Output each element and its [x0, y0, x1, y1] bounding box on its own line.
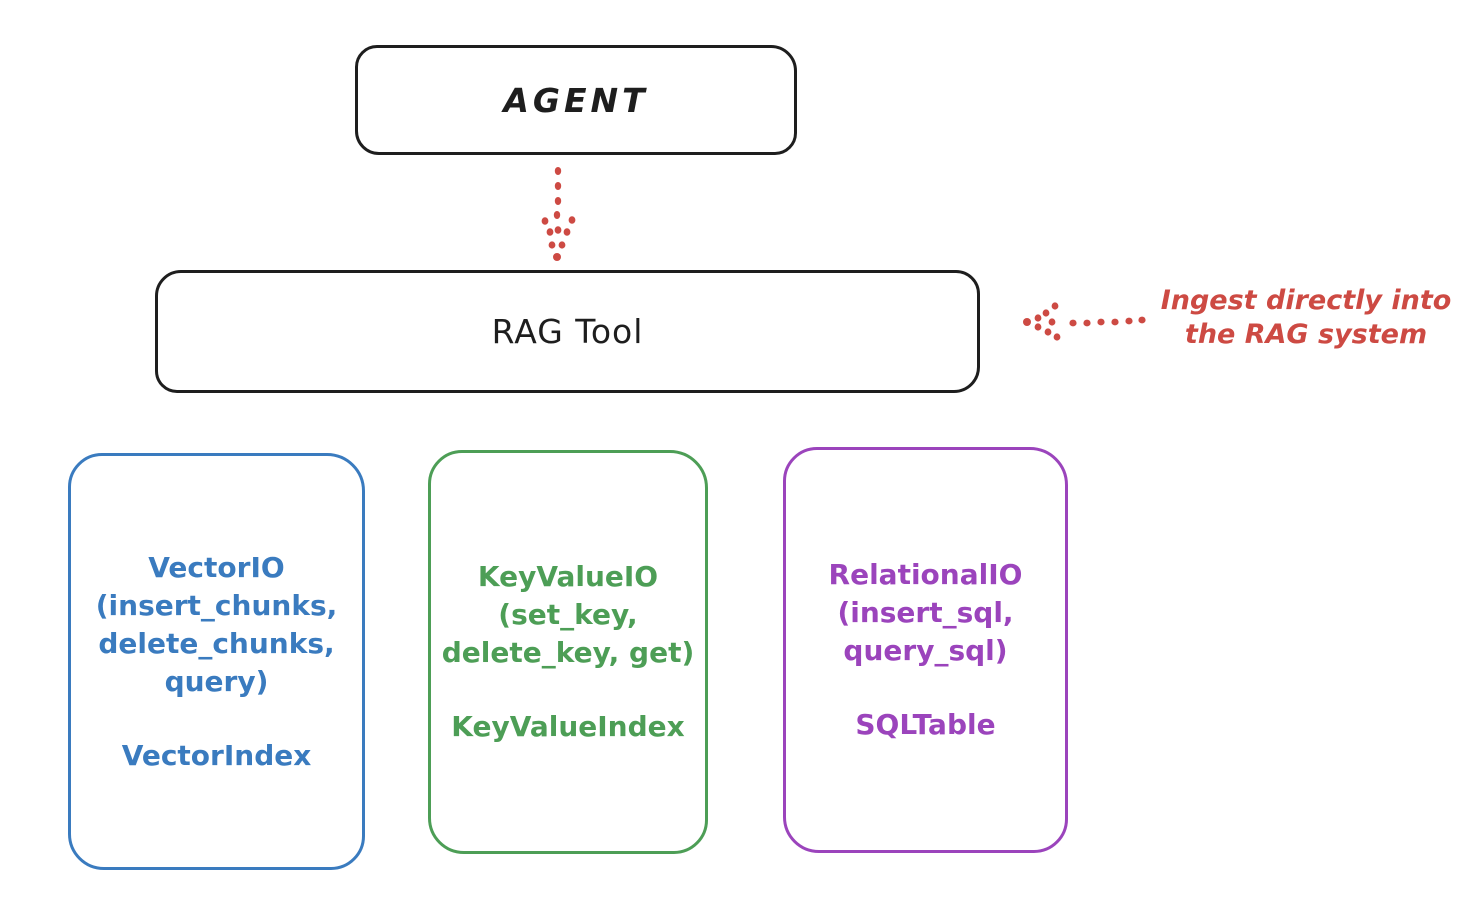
keyvalue-io-line: (set_key, — [498, 598, 638, 631]
relational-io-line: query_sql) — [843, 634, 1008, 667]
ingest-annotation-line2: the RAG system — [1184, 319, 1428, 350]
dotted-arrow-left-icon — [1023, 302, 1146, 341]
rag-tool-box: RAG Tool — [155, 270, 980, 393]
rag-tool-label: RAG Tool — [491, 312, 644, 351]
vector-index-label: VectorIndex — [121, 738, 312, 772]
vector-io-line: (insert_chunks, — [95, 588, 338, 622]
vector-io-line: delete_chunks, — [98, 626, 335, 660]
vector-io-line: VectorIO — [148, 550, 285, 584]
relational-io-line: (insert_sql, — [837, 596, 1014, 629]
agent-label: AGENT — [503, 80, 649, 120]
agent-box: AGENT — [355, 45, 797, 155]
vector-io-line: query) — [164, 664, 269, 698]
keyvalue-io-box: KeyValueIO (set_key, delete_key, get) Ke… — [428, 450, 708, 854]
vector-io-box: VectorIO (insert_chunks, delete_chunks, … — [68, 453, 365, 870]
keyvalue-io-line: delete_key, get) — [441, 636, 695, 669]
ingest-annotation-line1: Ingest directly into — [1160, 285, 1452, 316]
relational-io-box: RelationalIO (insert_sql, query_sql) SQL… — [783, 447, 1068, 853]
sql-table-label: SQLTable — [855, 708, 996, 741]
relational-io-line: RelationalIO — [828, 558, 1023, 591]
dotted-arrow-down-icon — [541, 167, 576, 261]
ingest-annotation: Ingest directly into the RAG system — [1138, 284, 1474, 352]
keyvalue-index-label: KeyValueIndex — [451, 710, 685, 743]
keyvalue-io-line: KeyValueIO — [477, 560, 659, 593]
